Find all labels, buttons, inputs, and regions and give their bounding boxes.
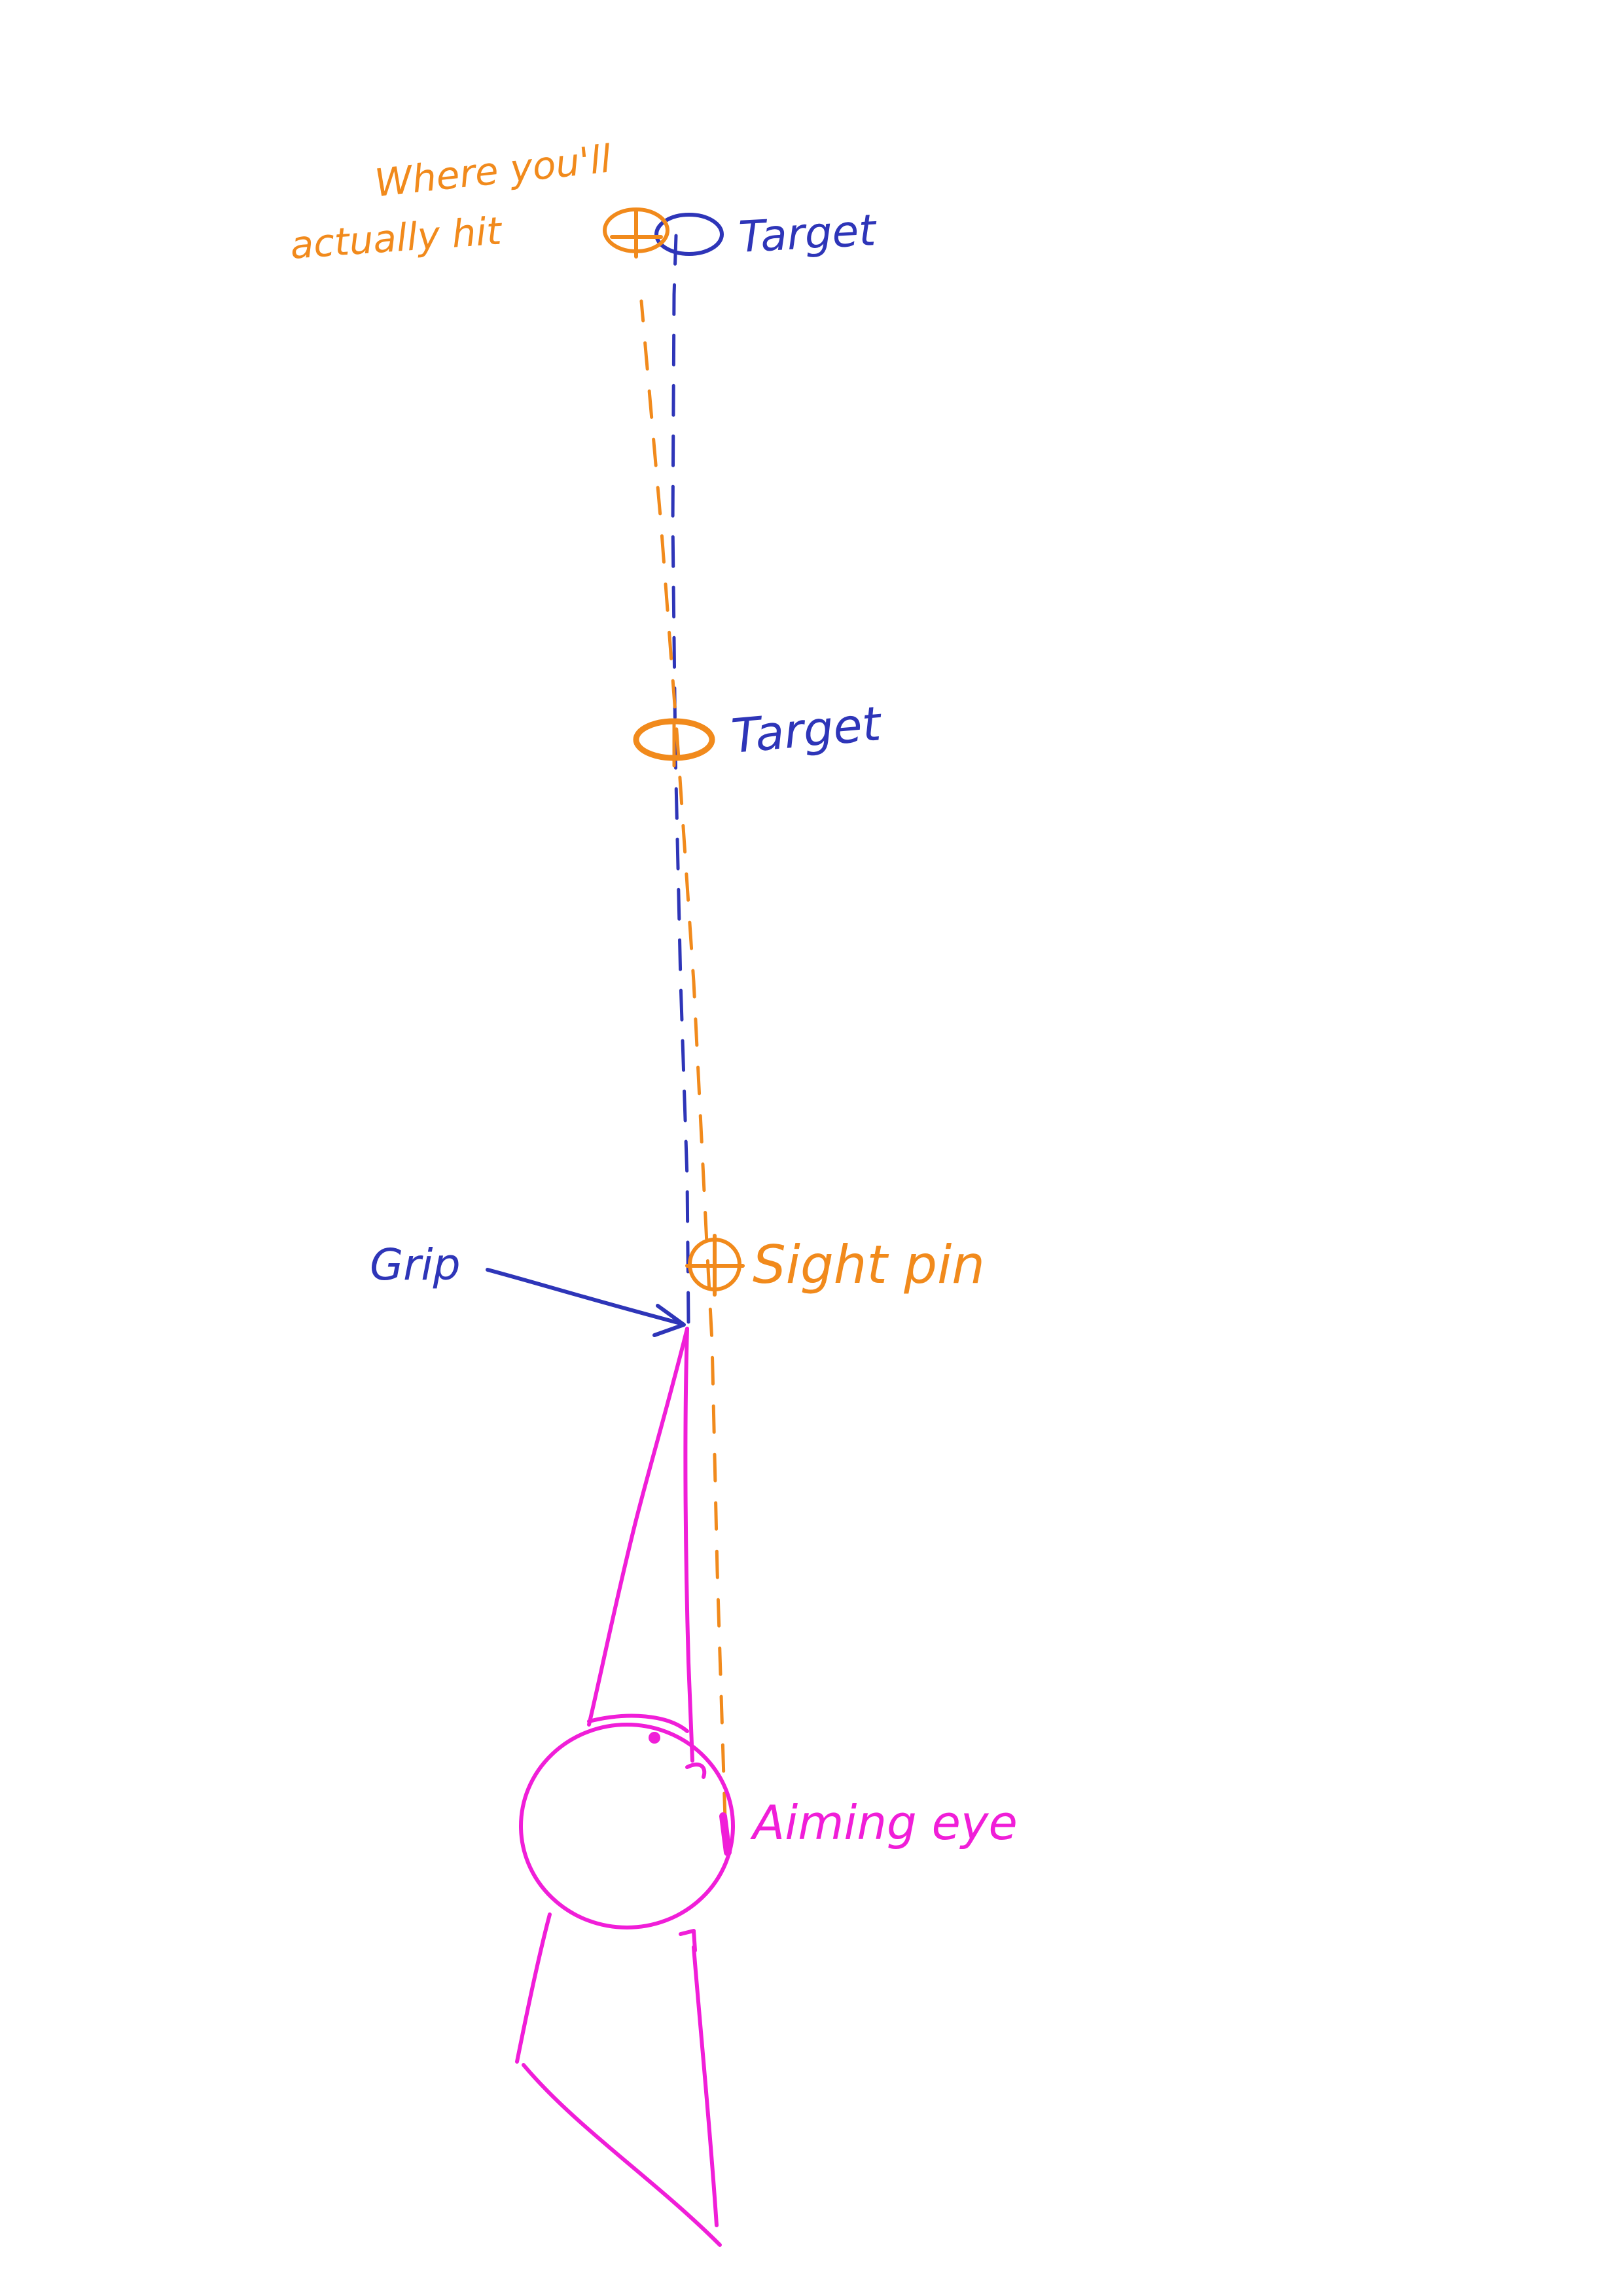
label-target-far: Target — [738, 205, 878, 262]
label-sight-pin: Sight pin — [753, 1234, 985, 1295]
grip-arrow — [486, 1268, 686, 1337]
far-target-marker — [654, 213, 724, 256]
archer-torso — [515, 1912, 552, 2064]
label-target-near: Target — [729, 696, 885, 764]
archer-draw-arm — [683, 1327, 694, 1763]
orange-trajectory-line — [639, 299, 727, 1821]
label-aiming-eye: Aiming eye — [750, 1795, 1018, 1850]
actual-hit-marker — [603, 207, 669, 259]
near-target-marker — [633, 718, 715, 768]
archer-bow-arm — [587, 1327, 689, 1727]
archer-figure — [515, 1327, 735, 2247]
archer-head — [519, 1723, 735, 1929]
label-where-hit-line2: actually hit — [289, 208, 504, 268]
label-grip: Grip — [370, 1240, 461, 1290]
sight-pin-marker — [685, 1234, 745, 1297]
archer-aiming-eye — [685, 1763, 707, 1779]
label-where-hit-line1: Where you'll — [372, 136, 613, 206]
